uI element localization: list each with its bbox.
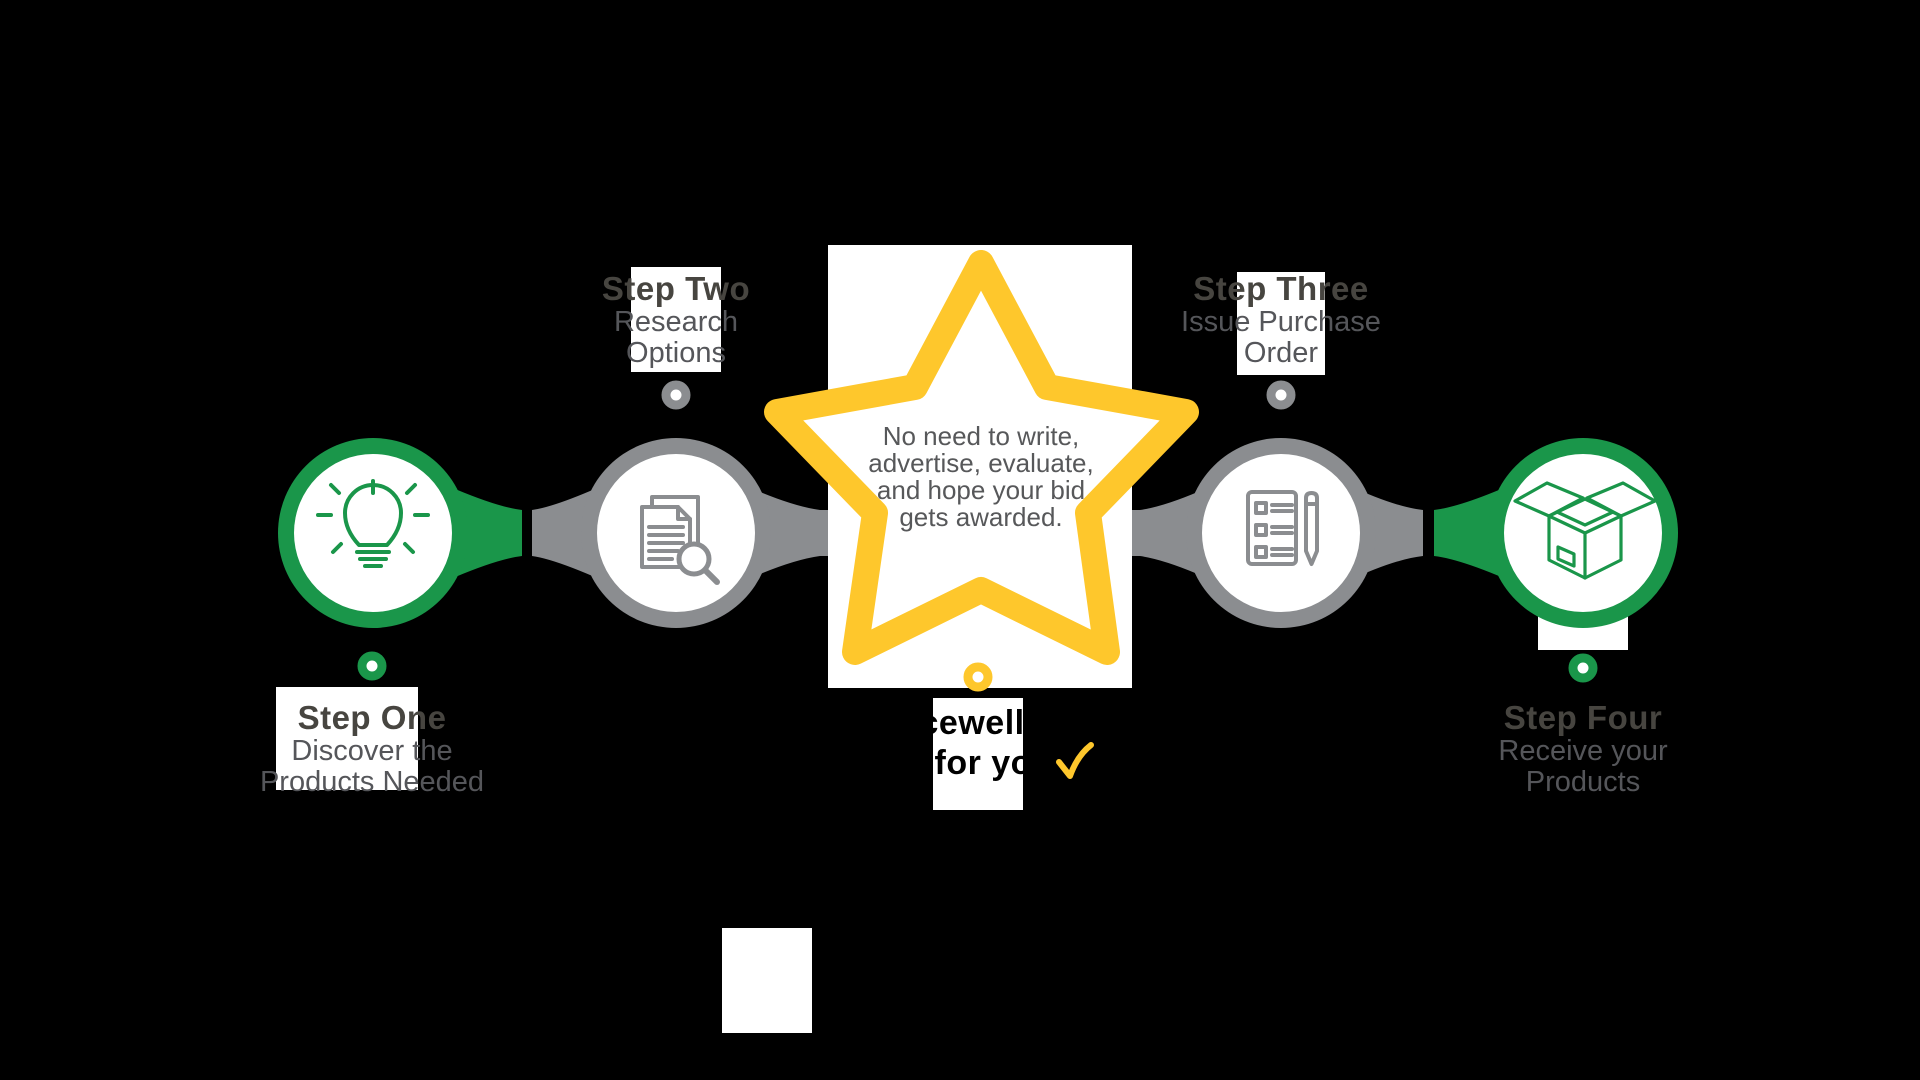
tagline-line2: it for you bbox=[902, 744, 1054, 782]
step-three-ring-dot bbox=[1266, 380, 1296, 410]
star-message-line1: No need to write, bbox=[882, 421, 1080, 451]
bottom-blank-card bbox=[722, 928, 812, 1033]
step-two-title: Step Two bbox=[601, 270, 751, 307]
step-three-title: Step Three bbox=[1193, 270, 1369, 307]
step-two-label-card bbox=[631, 267, 721, 372]
document-search-icon bbox=[640, 495, 720, 585]
step-three-subtitle-line2: Order bbox=[1243, 337, 1319, 369]
tagline-card bbox=[933, 698, 1023, 810]
tagline: Sourcewell does it for you bbox=[768, 703, 1188, 783]
step-four-subtitle-line1: Receive your bbox=[1498, 735, 1668, 767]
step-four-subtitle-line2: Products bbox=[1525, 766, 1641, 798]
step-one-label: Step One Discover the Products Needed bbox=[192, 699, 552, 798]
step-one-title: Step One bbox=[297, 699, 447, 736]
step-four-ring-dot bbox=[1568, 653, 1598, 683]
step-one-subtitle-line1: Discover the bbox=[291, 735, 453, 767]
step-one-label-card bbox=[276, 687, 418, 790]
step-three-subtitle-line1: Issue Purchase bbox=[1181, 306, 1381, 338]
star-message: No need to write, advertise, evaluate, a… bbox=[771, 423, 1191, 531]
step-one-inner-circle bbox=[294, 454, 452, 612]
purchase-order-checklist-icon bbox=[1246, 490, 1319, 566]
step-one-subtitle-line2: Products Needed bbox=[259, 766, 485, 798]
step-two-ring-dot bbox=[661, 380, 691, 410]
star-ring-dot bbox=[963, 662, 993, 692]
star-message-line2: advertise, evaluate, bbox=[868, 448, 1094, 478]
step-two-label: Step Two Research Options bbox=[496, 270, 856, 369]
step-four-label: Step Four Receive your Products bbox=[1403, 699, 1763, 798]
step-three-label-card bbox=[1237, 272, 1325, 375]
lightbulb-icon bbox=[316, 479, 430, 568]
star-message-line4: gets awarded. bbox=[899, 502, 1063, 532]
checkmark-icon bbox=[1056, 742, 1094, 779]
step-two-subtitle-line2: Options bbox=[626, 337, 726, 369]
star-message-line3: and hope your bid bbox=[876, 475, 1086, 505]
step-two-subtitle-line1: Research bbox=[613, 306, 739, 338]
open-box-icon bbox=[1513, 481, 1657, 580]
step-three-label: Step Three Issue Purchase Order bbox=[1101, 270, 1461, 369]
star-badge bbox=[764, 250, 1199, 665]
step-one-ring-dot bbox=[357, 651, 387, 681]
tagline-line1: Sourcewell does bbox=[840, 704, 1116, 742]
step-four-title: Step Four bbox=[1503, 699, 1663, 736]
